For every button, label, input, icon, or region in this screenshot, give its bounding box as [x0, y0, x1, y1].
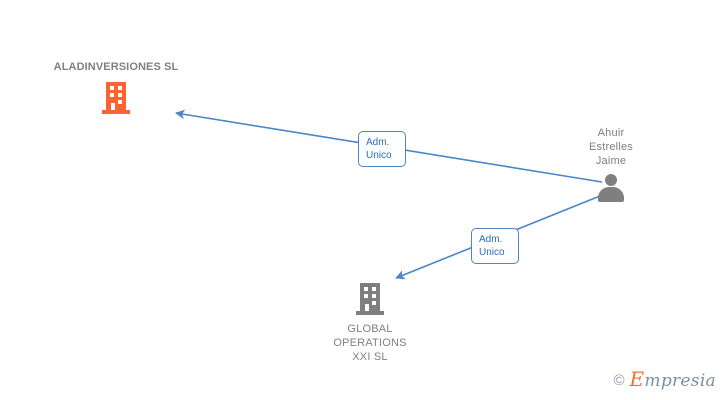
node-person-ahuir-estrelles-jaime[interactable]: Ahuir Estrelles Jaime	[566, 126, 656, 202]
brand-rest: mpresia	[644, 371, 716, 391]
node-company-global-operations-xxi[interactable]: GLOBAL OPERATIONS XXI SL	[314, 283, 426, 364]
edge-label-adm-unico-global[interactable]: Adm. Unico	[471, 228, 519, 264]
building-icon	[102, 82, 130, 114]
node-company-aladinversiones[interactable]: ALADINVERSIONES SL	[46, 60, 186, 114]
person-icon	[596, 174, 626, 202]
node-label-aladinversiones: ALADINVERSIONES SL	[53, 61, 179, 73]
brand-initial: E	[629, 367, 645, 391]
node-label-global-operations: GLOBAL OPERATIONS XXI SL	[333, 323, 407, 363]
brand-name: Empresia	[630, 369, 717, 391]
building-icon	[356, 283, 384, 315]
watermark-empresia: © Empresia	[613, 369, 717, 391]
copyright-symbol: ©	[613, 372, 625, 389]
edge-label-adm-unico-aladinversiones[interactable]: Adm. Unico	[358, 131, 406, 167]
node-label-person: Ahuir Estrelles Jaime	[589, 127, 633, 167]
